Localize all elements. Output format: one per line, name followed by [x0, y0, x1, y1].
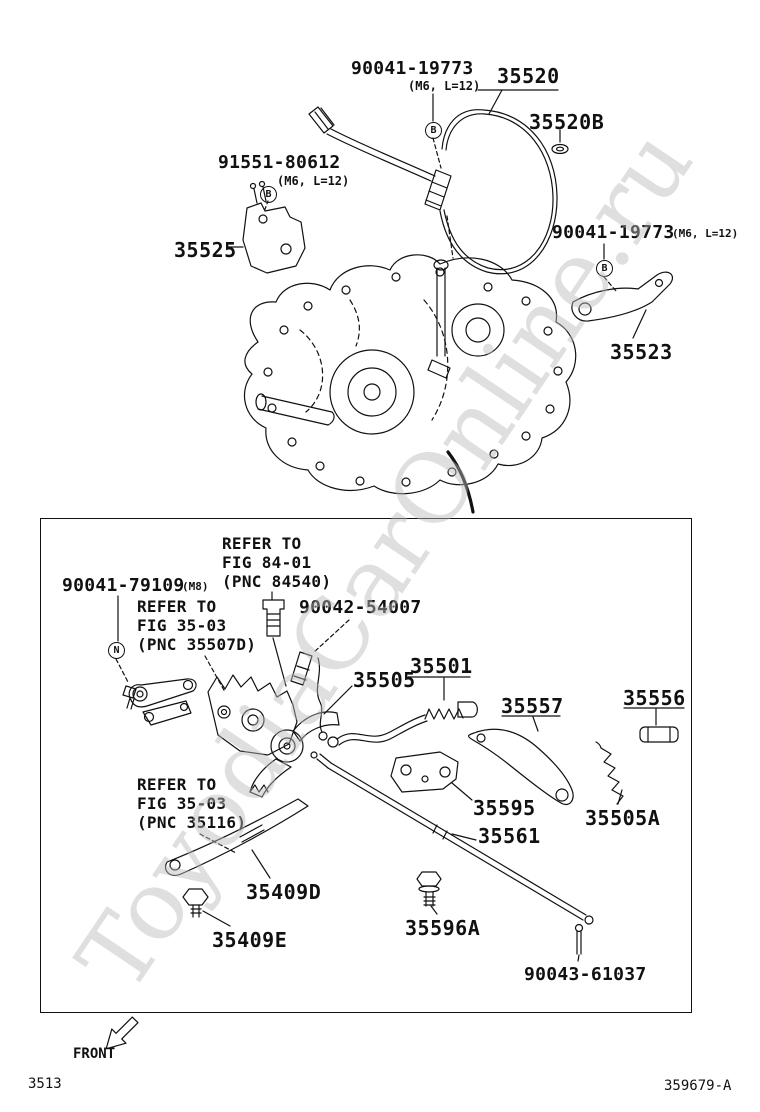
rod-35501-drawing — [327, 676, 478, 748]
bolt-label-90041-19773-top: 90041-19773 — [351, 58, 474, 79]
plate-35595-drawing — [390, 751, 473, 801]
part-label-35409e: 35409E — [212, 928, 288, 952]
lower-diagram-frame — [40, 518, 692, 1013]
part-label-35596a: 35596A — [405, 916, 481, 940]
refer-35507d-leader — [204, 655, 226, 693]
bolt-spec-90041-19773-right: (M6, L=12) — [672, 227, 739, 240]
part-label-35556: 35556 — [623, 686, 686, 710]
part-label-35505: 35505 — [353, 668, 416, 692]
part-label-35501: 35501 — [410, 654, 473, 678]
bolt-spec-90041-79109: (M8) — [182, 580, 209, 593]
bolt-79109-drawing — [115, 595, 137, 710]
part-label-35409d: 35409D — [246, 880, 322, 904]
fastener-marker-b-right: B — [596, 260, 613, 277]
refer-35116-leader — [199, 833, 237, 854]
bolt-spec-91551-80612: (M6, L=12) — [277, 174, 350, 188]
part-label-35505a: 35505A — [585, 806, 661, 830]
bolt-label-90041-19773-right: 90041-19773 — [552, 222, 675, 243]
refer-note-fig-35-03-35116: REFER TO FIG 35-03 (PNC 35116) — [137, 775, 247, 832]
bracket-35525-drawing — [242, 180, 306, 274]
part-label-35520b: 35520B — [529, 110, 605, 134]
throttle-cable-drawing — [308, 106, 558, 275]
bolt-spec-90041-19773-top: (M6, L=12) — [408, 79, 481, 93]
part-label-90043-61037: 90043-61037 — [524, 964, 647, 985]
figure-code: 359679-A — [664, 1078, 732, 1094]
spring-35505a-drawing — [595, 741, 624, 805]
part-label-35520: 35520 — [497, 64, 560, 88]
top-leader-lines — [227, 89, 647, 339]
pin-90042-drawing — [290, 619, 350, 686]
front-label: FRONT — [73, 1046, 116, 1062]
fastener-marker-b-top: B — [425, 122, 442, 139]
front-arrow-icon — [105, 1016, 139, 1050]
lever-35409d-drawing — [164, 798, 309, 879]
part-label-35557: 35557 — [501, 694, 564, 718]
transaxle-case-drawing — [243, 254, 577, 514]
cylinder-35556-drawing — [623, 707, 685, 743]
connector-84540-drawing — [262, 591, 287, 687]
fastener-marker-b-bracket: B — [260, 186, 277, 203]
bolt-label-90041-79109: 90041-79109 — [62, 575, 185, 596]
lever-35523-drawing — [571, 271, 674, 322]
part-label-35561: 35561 — [478, 824, 541, 848]
part-label-35523: 35523 — [610, 340, 673, 364]
bolt-label-91551-80612: 91551-80612 — [218, 152, 341, 173]
sheet-number: 3513 — [28, 1076, 62, 1092]
fastener-marker-n: N — [108, 642, 125, 659]
part-label-90042-54007: 90042-54007 — [299, 597, 422, 618]
grommet-35520b-drawing — [551, 143, 569, 155]
refer-note-fig-35-03-35507d: REFER TO FIG 35-03 (PNC 35507D) — [137, 597, 257, 654]
part-label-35595: 35595 — [473, 796, 536, 820]
lever-35505-drawing — [249, 657, 353, 798]
rod-35561-drawing — [310, 751, 594, 925]
pin-90043-drawing — [574, 923, 584, 962]
lever-35557-drawing — [468, 715, 574, 806]
part-label-35525: 35525 — [174, 238, 237, 262]
refer-note-fig-84-01: REFER TO FIG 84-01 (PNC 84540) — [222, 534, 332, 591]
bolt-35596a-drawing — [416, 871, 442, 915]
shift-lever-cluster-drawing — [128, 674, 298, 756]
bolt-35409e-drawing — [182, 888, 231, 927]
